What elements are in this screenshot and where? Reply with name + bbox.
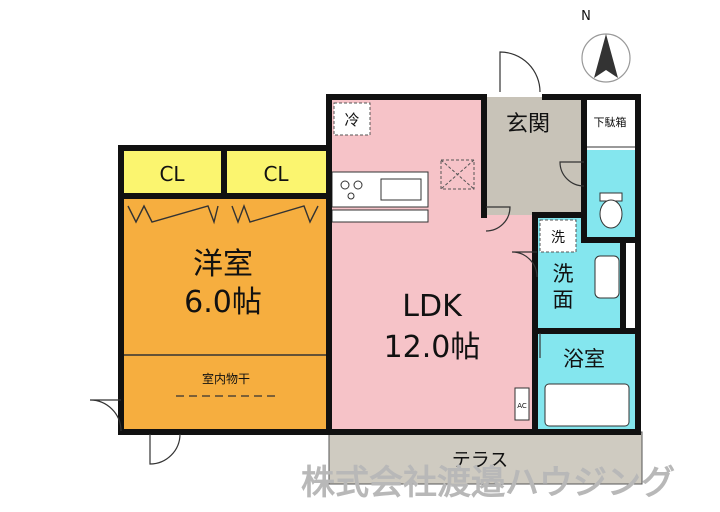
fridge-label: 冷 xyxy=(344,111,359,129)
stove-burner xyxy=(353,180,363,190)
toilet-bowl xyxy=(599,199,623,229)
terrace-label: テラス xyxy=(452,449,509,471)
closet-door-right xyxy=(231,204,319,224)
ldk-door xyxy=(485,206,511,232)
walls xyxy=(118,94,641,435)
toilet-door xyxy=(559,161,585,187)
closet-left xyxy=(121,151,223,196)
stove-burner xyxy=(340,180,350,190)
western-room-name: 洋室 xyxy=(193,247,253,282)
western-room-size: 6.0帖 xyxy=(184,285,262,320)
terrace-area xyxy=(328,431,643,485)
company-watermark: 株式会社渡邉ハウジング xyxy=(301,463,675,503)
washroom-label-2: 面 xyxy=(553,288,574,312)
compass-needle xyxy=(594,34,618,78)
washer-space xyxy=(539,219,577,253)
shoe-box-label: 下駄箱 xyxy=(594,115,627,129)
western-door xyxy=(89,399,122,432)
vanity-basin xyxy=(594,255,620,299)
balcony-door xyxy=(149,433,181,465)
stove-burner xyxy=(347,192,355,200)
bathtub xyxy=(544,383,630,427)
closet-right-label: CL xyxy=(263,162,289,186)
western-room xyxy=(121,196,327,432)
indoor-drying-label: 室内物干 xyxy=(202,371,250,386)
entrance-label: 玄関 xyxy=(506,112,550,137)
ventilation-line xyxy=(440,159,475,190)
aircon-symbol xyxy=(514,387,530,421)
entrance-area xyxy=(484,97,584,215)
closet-left-label: CL xyxy=(159,162,185,186)
kitchen-cabinet xyxy=(331,209,429,223)
closet-door-left xyxy=(127,204,219,225)
closet-right xyxy=(225,151,327,196)
aircon-label: AC xyxy=(517,402,527,410)
sink xyxy=(380,178,422,201)
ldk-name: LDK xyxy=(402,289,463,324)
washroom-door xyxy=(511,251,538,278)
ldk-size: 12.0帖 xyxy=(384,330,481,365)
door-swings xyxy=(89,51,585,465)
entrance-door xyxy=(499,51,541,93)
fridge-space xyxy=(333,102,371,136)
ventilation-symbol xyxy=(440,159,475,190)
bathroom-label: 浴室 xyxy=(563,347,605,371)
compass-north: N xyxy=(581,9,591,24)
washroom-label-1: 洗 xyxy=(553,262,574,286)
washer-label: 洗 xyxy=(551,230,565,246)
